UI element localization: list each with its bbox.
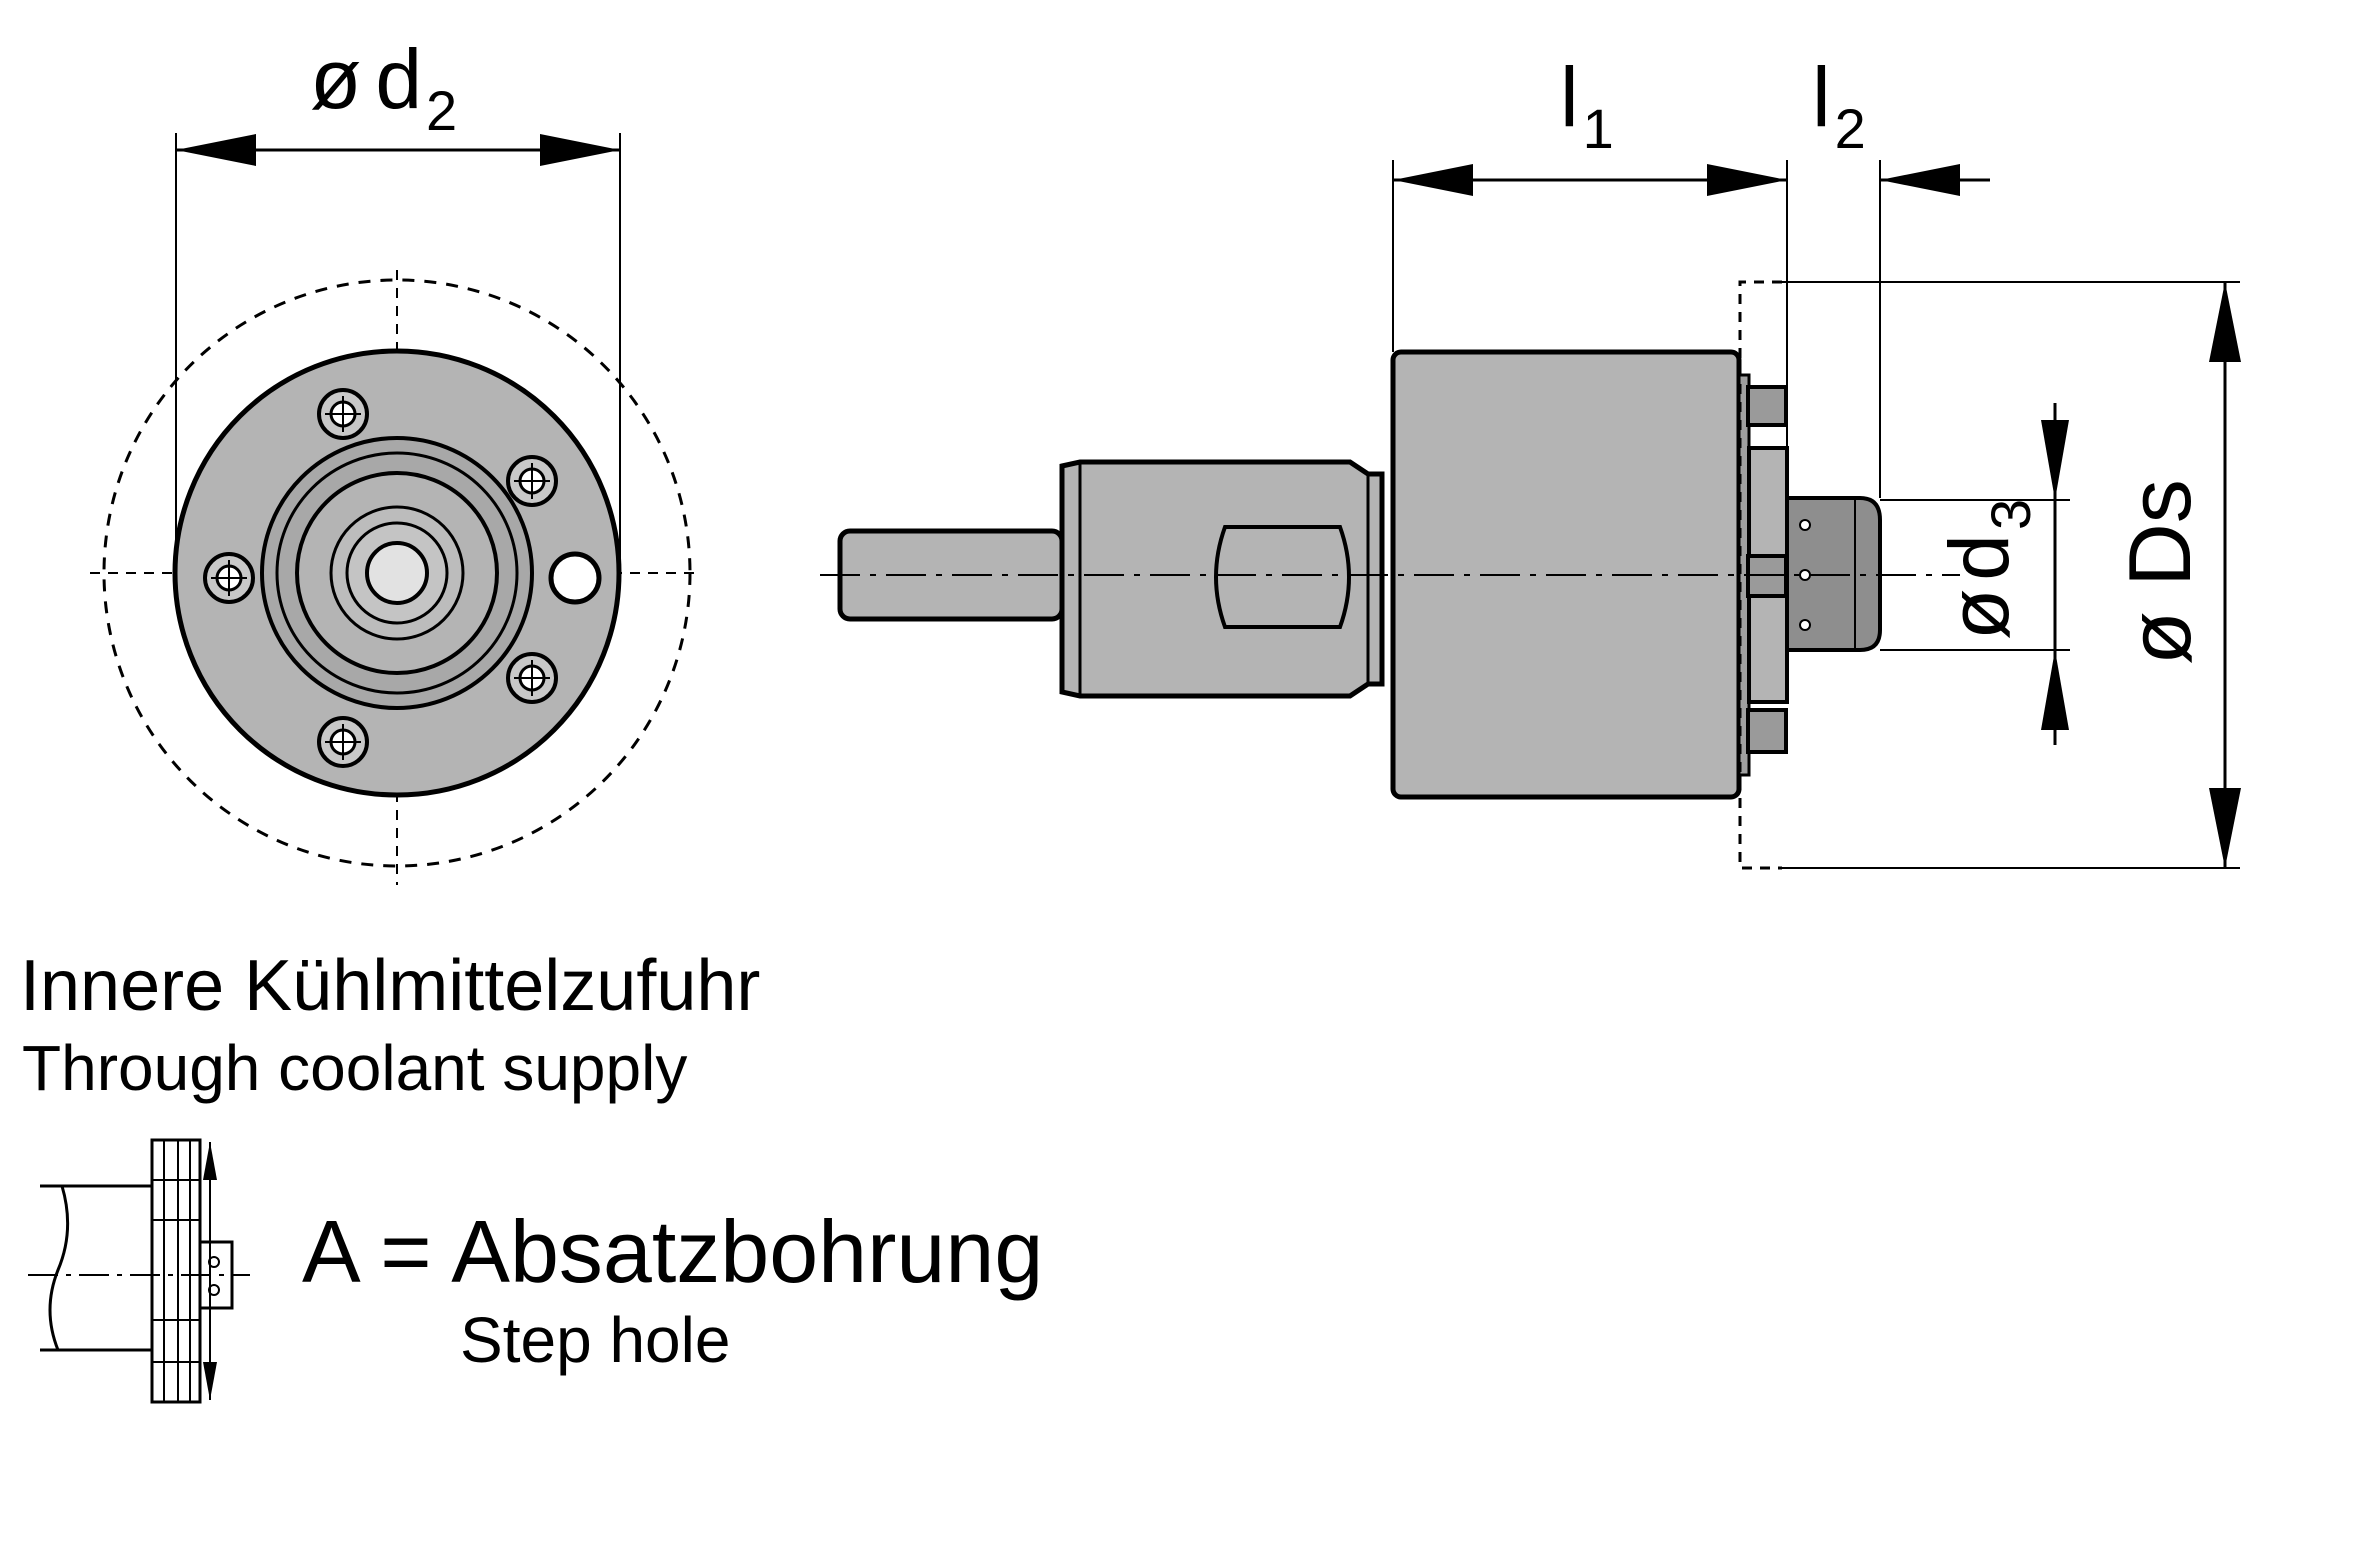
d2-arrow-right: [540, 134, 620, 166]
l1-arrow-left: [1393, 164, 1473, 196]
step-hole-detail: [28, 1138, 250, 1404]
screw-icon: [506, 455, 558, 507]
ds-arrow-bottom: [2209, 788, 2241, 868]
caption-title-de: Innere Kühlmittelzufuhr: [20, 946, 760, 1026]
front-view-bore: [365, 541, 429, 605]
d3-label: ød 3: [1932, 499, 2042, 640]
side-view-ds-dashed-outline: [1738, 280, 1782, 870]
l1-label: l1: [1560, 50, 1614, 160]
d2-label-main: d: [375, 32, 422, 126]
l1-label-main: l: [1560, 50, 1579, 144]
ds-arrow-top: [2209, 282, 2241, 362]
l2-label-sub: 2: [1835, 97, 1866, 160]
step-hole-shaft: [40, 1184, 70, 1352]
screw-icon: [317, 388, 369, 440]
d2-label-symbol: ø: [310, 32, 361, 126]
front-view-screws: [203, 388, 558, 768]
d2-arrow-left: [176, 134, 256, 166]
d3-arrow-top: [2041, 420, 2069, 500]
l2-arrow-right: [1880, 164, 1960, 196]
front-view-coolant-hole: [548, 551, 602, 605]
legend: A = Absatzbohrung Step hole: [302, 1202, 1043, 1376]
legend-title-en: Step hole: [460, 1304, 730, 1376]
side-view: l1 l2 ød3 ø Ds: [820, 50, 2241, 870]
ds-label: ø Ds: [2110, 479, 2209, 665]
d3-arrow-bottom: [2041, 650, 2069, 730]
side-view-coolant-port: [1799, 619, 1811, 631]
d3-label-symbol: ø: [1932, 589, 2026, 640]
side-view-flat-slot: [1214, 525, 1351, 629]
side-view-bolt-bottom: [1746, 708, 1788, 754]
side-view-bolt-top: [1746, 385, 1788, 427]
d2-label-sub: 2: [426, 79, 457, 142]
step-hole-boss: [198, 1240, 234, 1310]
l1-arrow-right: [1707, 164, 1787, 196]
screw-icon: [203, 552, 255, 604]
caption-title-en: Through coolant supply: [22, 1032, 687, 1104]
screw-icon: [506, 652, 558, 704]
legend-title-de: A = Absatzbohrung: [302, 1202, 1043, 1301]
side-view-coolant-port: [1799, 569, 1811, 581]
caption: Innere Kühlmittelzufuhr Through coolant …: [20, 946, 760, 1104]
d3-label-main: d: [1932, 534, 2026, 581]
screw-icon: [317, 716, 369, 768]
l2-label: l2: [1812, 50, 1866, 160]
step-hole-arrow-top: [203, 1142, 217, 1180]
l1-label-sub: 1: [1583, 97, 1614, 160]
d3-label-sub: 3: [1979, 499, 2042, 530]
side-view-coolant-port: [1799, 519, 1811, 531]
front-view-ring-2: [275, 451, 519, 695]
step-hole-arrow-bottom: [203, 1362, 217, 1400]
l2-label-main: l: [1812, 50, 1831, 144]
